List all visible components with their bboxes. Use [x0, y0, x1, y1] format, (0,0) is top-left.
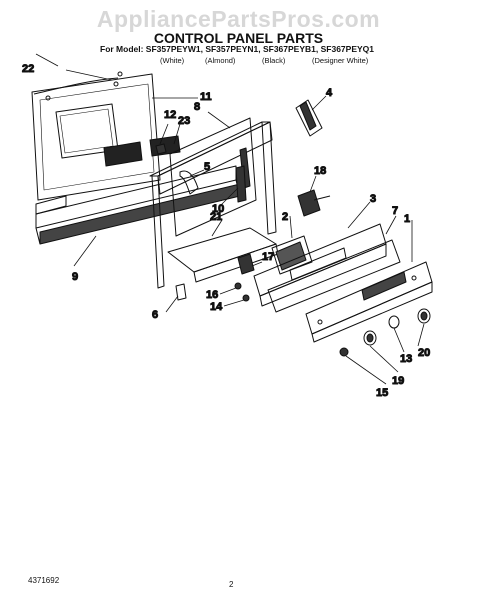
part-14-screw: [242, 294, 250, 302]
callout-20: 20: [418, 347, 430, 359]
color-label-black: (Black): [262, 56, 286, 65]
color-label-white: (White): [160, 56, 185, 65]
model-list: For Model: SF357PEYW1, SF357PEYN1, SF367…: [100, 44, 374, 54]
color-label-almond: (Almond): [205, 56, 236, 65]
callout-3: 3: [370, 193, 376, 205]
watermark: AppliancePartsPros.com: [96, 6, 381, 32]
part-16-screw: [234, 282, 242, 290]
part-9-trim: [35, 165, 241, 245]
part-5-clip: [179, 170, 199, 195]
callout-6: 6: [152, 309, 158, 321]
part-4-bracket: [295, 99, 323, 137]
callout-12: 12: [164, 109, 176, 121]
callout-21: 21: [210, 211, 222, 223]
callout-23: 23: [178, 115, 190, 127]
part-7-insert: [267, 239, 401, 313]
part-3-panel: [253, 223, 387, 307]
page-number: 2: [229, 580, 234, 589]
part-20-knob: [417, 308, 431, 324]
callout-11: 11: [200, 91, 212, 103]
callout-5: 5: [204, 161, 210, 173]
callout-7: 7: [392, 205, 398, 217]
callout-14: 14: [210, 301, 223, 313]
callout-1: 1: [404, 213, 410, 225]
part-12-bracket: [103, 135, 181, 167]
part-17-switch: [237, 253, 255, 275]
callout-22: 22: [22, 63, 34, 75]
callout-10: 10: [212, 203, 224, 215]
part-13-knob: [388, 315, 400, 329]
callout-2: 2: [282, 211, 288, 223]
color-label-designer-white: (Designer White): [312, 56, 369, 65]
part-22-back-panel: [31, 71, 161, 201]
part-18-switch: [297, 189, 331, 217]
callout-9: 9: [72, 271, 78, 283]
page-title: CONTROL PANEL PARTS: [153, 30, 324, 46]
callout-18: 18: [314, 165, 326, 177]
callout-16: 16: [206, 289, 218, 301]
part-15-screw: [339, 347, 349, 357]
part-10-bracket: [235, 165, 247, 203]
leader-lines: [35, 53, 425, 385]
part-1-overlay: [305, 261, 433, 343]
part-8-frame: [149, 117, 277, 289]
document-number: 4371692: [28, 576, 60, 585]
part-19-knob: [363, 330, 377, 346]
callout-19: 19: [392, 375, 404, 387]
callout-15: 15: [376, 387, 388, 399]
callout-4: 4: [326, 87, 333, 99]
callout-8: 8: [194, 101, 200, 113]
callout-17: 17: [262, 251, 274, 263]
part-23-clip: [155, 143, 167, 155]
callout-13: 13: [400, 353, 412, 365]
part-6-clip: [175, 283, 187, 301]
part-2-display: [271, 235, 313, 275]
